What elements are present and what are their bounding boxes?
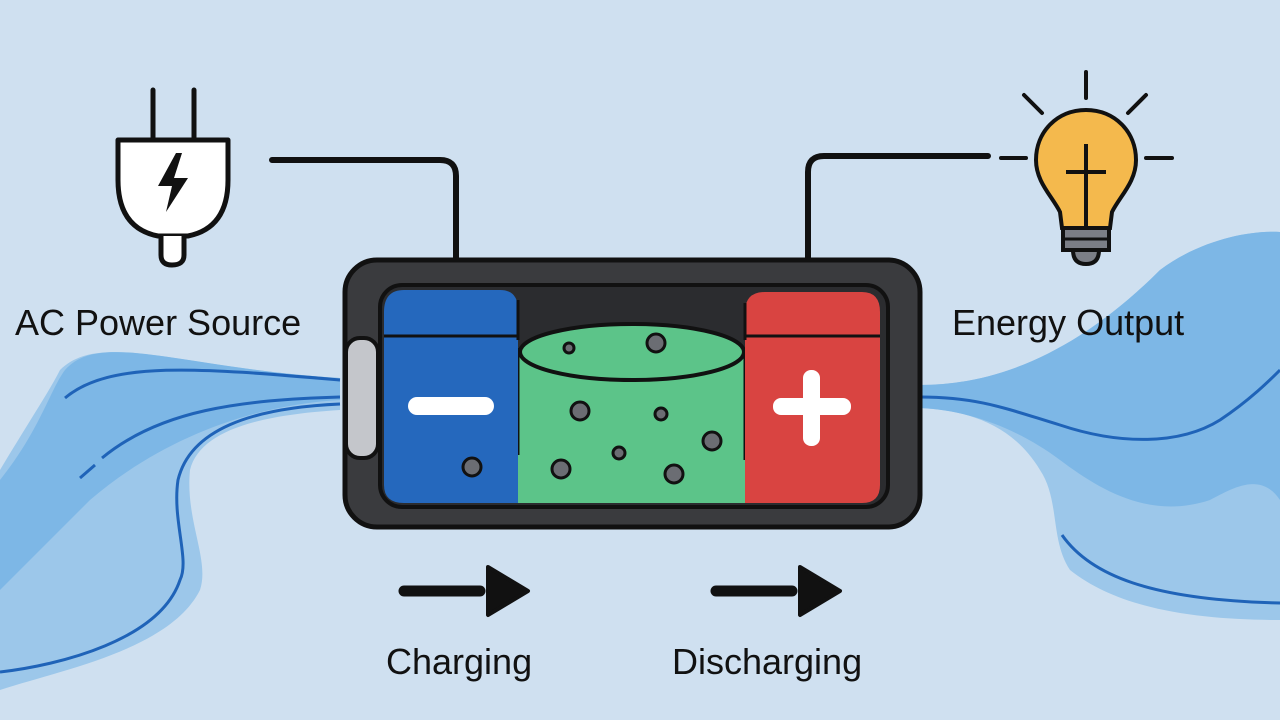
battery-terminal-cap [344,336,380,460]
ions [461,332,723,485]
output-wire [805,153,991,311]
ion [569,400,591,422]
electrolyte [516,322,747,503]
ion [645,332,667,354]
discharging-arrow-icon [710,565,842,617]
cathode [745,292,880,503]
lightbulb-icon [999,70,1174,267]
ion [663,463,685,485]
right-energy-flow [919,231,1280,620]
ion [562,341,576,355]
left-energy-flow [0,352,341,690]
charging-label: Charging [386,641,533,682]
ion [461,456,483,478]
ion [701,430,723,452]
output-label: Energy Output [952,302,1185,343]
battery [342,257,923,530]
ion [550,458,572,480]
ion [611,445,627,461]
anode [384,290,518,503]
source-label: AC Power Source [15,302,302,343]
charging-arrow-icon [398,565,530,617]
minus-icon [408,397,494,415]
plug-icon [115,87,231,268]
charging-wire [269,157,459,321]
discharging-label: Discharging [672,641,863,682]
plus-icon [773,370,851,446]
ion [653,406,669,422]
